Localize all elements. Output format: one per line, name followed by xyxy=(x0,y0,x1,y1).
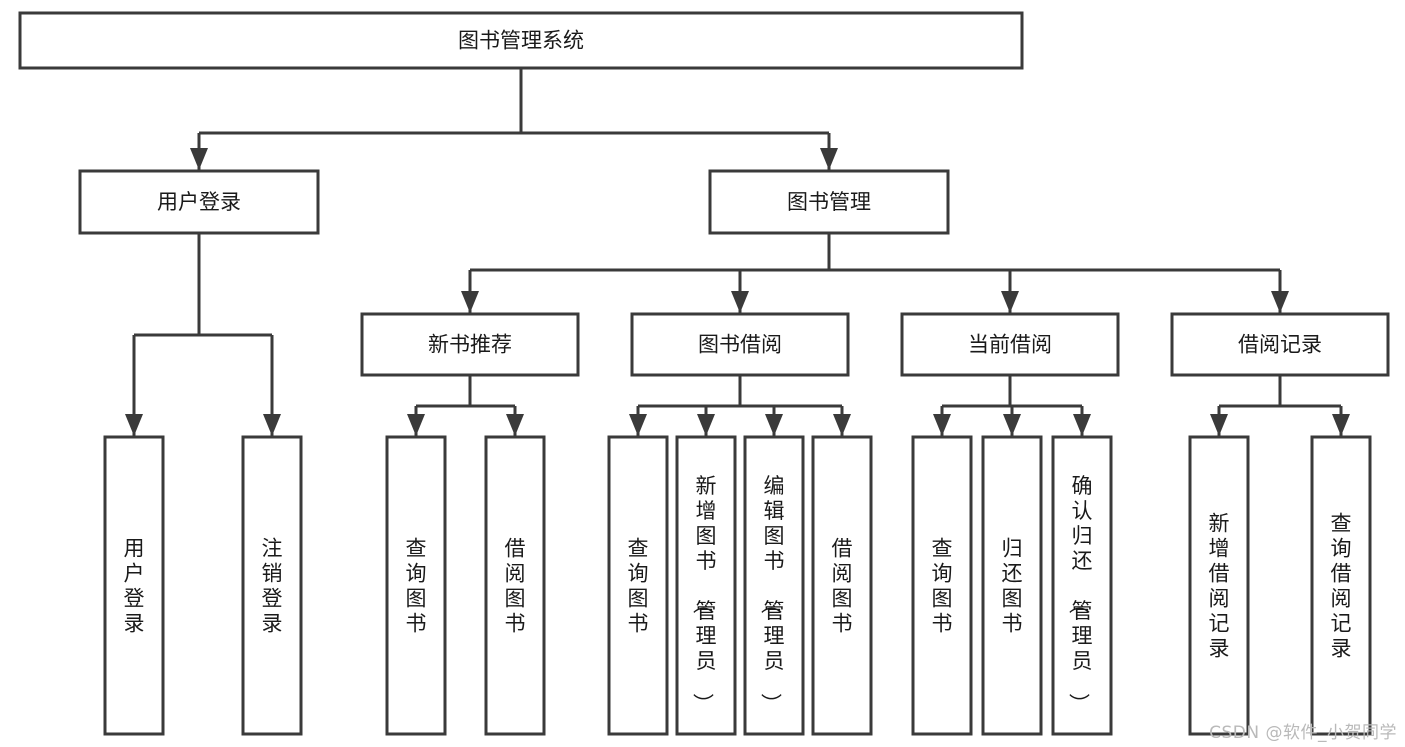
node-leaf-11[interactable]: 新增借阅记录 xyxy=(1188,435,1250,736)
connectors-layer xyxy=(125,68,1350,436)
records-to-leaves-arrow-1 xyxy=(1332,414,1350,436)
node-leaf-6[interactable]: 编辑图书（管理员） xyxy=(743,435,805,736)
node-leaf-0[interactable]: 用户登录 xyxy=(103,435,165,736)
csdn-watermark: CSDN @软件_小贺同学 xyxy=(1209,723,1397,743)
node-leaf-9-label: 归还图书 xyxy=(1002,537,1023,636)
node-leaf-8[interactable]: 查询图书 xyxy=(911,435,973,736)
node-l3-3[interactable]: 借阅记录 xyxy=(1170,312,1390,377)
node-leaf-9[interactable]: 归还图书 xyxy=(981,435,1043,736)
node-l3-0-label: 新书推荐 xyxy=(428,333,512,357)
node-l3-1-box[interactable] xyxy=(630,312,850,377)
node-l2-0-label: 用户登录 xyxy=(157,190,241,214)
borrow-to-leaves-arrow-3 xyxy=(833,414,851,436)
node-leaf-11-box[interactable] xyxy=(1188,435,1250,736)
node-leaf-1-label: 注销登录 xyxy=(262,537,283,636)
node-leaf-5[interactable]: 新增图书（管理员） xyxy=(675,435,737,736)
node-leaf-4[interactable]: 查询图书 xyxy=(607,435,669,736)
node-leaf-5-label: 新增图书（管理员） xyxy=(691,474,717,714)
current-to-leaves-arrow-0 xyxy=(933,414,951,436)
node-l3-3-box[interactable] xyxy=(1170,312,1390,377)
node-l2-1-label: 图书管理 xyxy=(787,190,871,214)
borrow-to-leaves-arrow-1 xyxy=(697,414,715,436)
current-to-leaves-arrow-2 xyxy=(1073,414,1091,436)
node-leaf-4-box[interactable] xyxy=(607,435,669,736)
node-leaf-1-box[interactable] xyxy=(241,435,303,736)
node-leaf-7[interactable]: 借阅图书 xyxy=(811,435,873,736)
node-l3-0-box[interactable] xyxy=(360,312,580,377)
root-to-l2-arrow-0 xyxy=(190,148,208,170)
node-root-system[interactable]: 图书管理系统 xyxy=(18,11,1024,70)
node-leaf-8-box[interactable] xyxy=(911,435,973,736)
node-l3-2-label: 当前借阅 xyxy=(968,333,1052,357)
newbooks-to-leaves-arrow-1 xyxy=(506,414,524,436)
node-root-system-box[interactable] xyxy=(18,11,1024,70)
records-to-leaves-arrow-0 xyxy=(1210,414,1228,436)
node-l2-1[interactable]: 图书管理 xyxy=(708,169,950,235)
node-leaf-2[interactable]: 查询图书 xyxy=(385,435,447,736)
node-leaf-7-label: 借阅图书 xyxy=(832,537,853,636)
node-l3-1-label: 图书借阅 xyxy=(698,333,782,357)
current-to-leaves-arrow-1 xyxy=(1003,414,1021,436)
node-leaf-10-box[interactable] xyxy=(1051,435,1113,736)
node-leaf-0-box[interactable] xyxy=(103,435,165,736)
borrow-to-leaves-arrow-0 xyxy=(629,414,647,436)
node-leaf-0-label: 用户登录 xyxy=(124,537,145,636)
node-leaf-2-label: 查询图书 xyxy=(406,537,427,636)
node-leaf-9-box[interactable] xyxy=(981,435,1043,736)
node-leaf-2-box[interactable] xyxy=(385,435,447,736)
node-leaf-10[interactable]: 确认归还（管理员） xyxy=(1051,435,1113,736)
node-l2-1-box[interactable] xyxy=(708,169,950,235)
node-leaf-6-box[interactable] xyxy=(743,435,805,736)
node-leaf-12-box[interactable] xyxy=(1310,435,1372,736)
borrow-to-leaves-arrow-2 xyxy=(765,414,783,436)
node-l3-2[interactable]: 当前借阅 xyxy=(900,312,1120,377)
root-to-l2-arrow-1 xyxy=(820,148,838,170)
node-l3-2-box[interactable] xyxy=(900,312,1120,377)
node-leaf-10-label: 确认归还（管理员） xyxy=(1067,474,1093,714)
node-leaf-12[interactable]: 查询借阅记录 xyxy=(1310,435,1372,736)
node-leaf-4-label: 查询图书 xyxy=(628,537,649,636)
node-l3-1[interactable]: 图书借阅 xyxy=(630,312,850,377)
node-leaf-3-label: 借阅图书 xyxy=(505,537,526,636)
nodes-layer: 图书管理系统用户登录图书管理新书推荐图书借阅当前借阅借阅记录用户登录注销登录查询… xyxy=(18,11,1390,736)
node-l2-0[interactable]: 用户登录 xyxy=(78,169,320,235)
bookmgmt-to-l3-arrow-3 xyxy=(1271,291,1289,313)
node-leaf-12-label: 查询借阅记录 xyxy=(1331,512,1352,661)
bookmgmt-to-l3-arrow-2 xyxy=(1001,291,1019,313)
newbooks-to-leaves-arrow-0 xyxy=(407,414,425,436)
node-leaf-5-box[interactable] xyxy=(675,435,737,736)
node-leaf-3-box[interactable] xyxy=(484,435,546,736)
node-leaf-11-label: 新增借阅记录 xyxy=(1209,512,1230,661)
node-l2-0-box[interactable] xyxy=(78,169,320,235)
node-leaf-3[interactable]: 借阅图书 xyxy=(484,435,546,736)
userlogin-to-leaves-arrow-1 xyxy=(263,414,281,436)
node-l3-3-label: 借阅记录 xyxy=(1238,333,1322,357)
node-leaf-1[interactable]: 注销登录 xyxy=(241,435,303,736)
node-leaf-6-label: 编辑图书（管理员） xyxy=(759,474,785,714)
userlogin-to-leaves-arrow-0 xyxy=(125,414,143,436)
bookmgmt-to-l3-arrow-0 xyxy=(461,291,479,313)
node-root-system-label: 图书管理系统 xyxy=(458,29,584,53)
node-leaf-8-label: 查询图书 xyxy=(932,537,953,636)
node-leaf-7-box[interactable] xyxy=(811,435,873,736)
node-l3-0[interactable]: 新书推荐 xyxy=(360,312,580,377)
bookmgmt-to-l3-arrow-1 xyxy=(731,291,749,313)
